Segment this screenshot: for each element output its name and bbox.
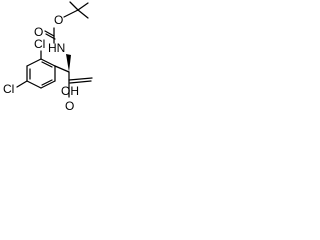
bond bbox=[77, 2, 89, 11]
atom-label-hydroxyl: OH bbox=[61, 84, 79, 98]
bond bbox=[44, 30, 55, 37]
bond bbox=[69, 80, 92, 84]
atom-label-acid-oxygen: O bbox=[65, 99, 74, 113]
bond bbox=[40, 58, 56, 67]
bond bbox=[77, 9, 89, 19]
bond bbox=[41, 79, 53, 86]
bond bbox=[41, 61, 53, 68]
atom-label-carbonyl-oxygen: O bbox=[34, 25, 43, 39]
atom-label-chlorine-upper: Cl bbox=[34, 37, 45, 51]
chemical-structure: O O HN O OH Cl Cl bbox=[3, 1, 93, 113]
stereo-wedge-bond bbox=[66, 54, 71, 72]
bond bbox=[26, 80, 42, 89]
atom-label-nh: HN bbox=[48, 41, 65, 55]
bond bbox=[40, 80, 56, 89]
atom-label-chlorine-lower: Cl bbox=[3, 82, 14, 96]
bond bbox=[69, 1, 79, 11]
bond bbox=[54, 65, 70, 73]
bond bbox=[68, 77, 93, 81]
bond bbox=[63, 9, 79, 18]
atom-label-ether-oxygen: O bbox=[54, 13, 63, 27]
bond bbox=[16, 80, 28, 88]
bond bbox=[26, 58, 42, 67]
